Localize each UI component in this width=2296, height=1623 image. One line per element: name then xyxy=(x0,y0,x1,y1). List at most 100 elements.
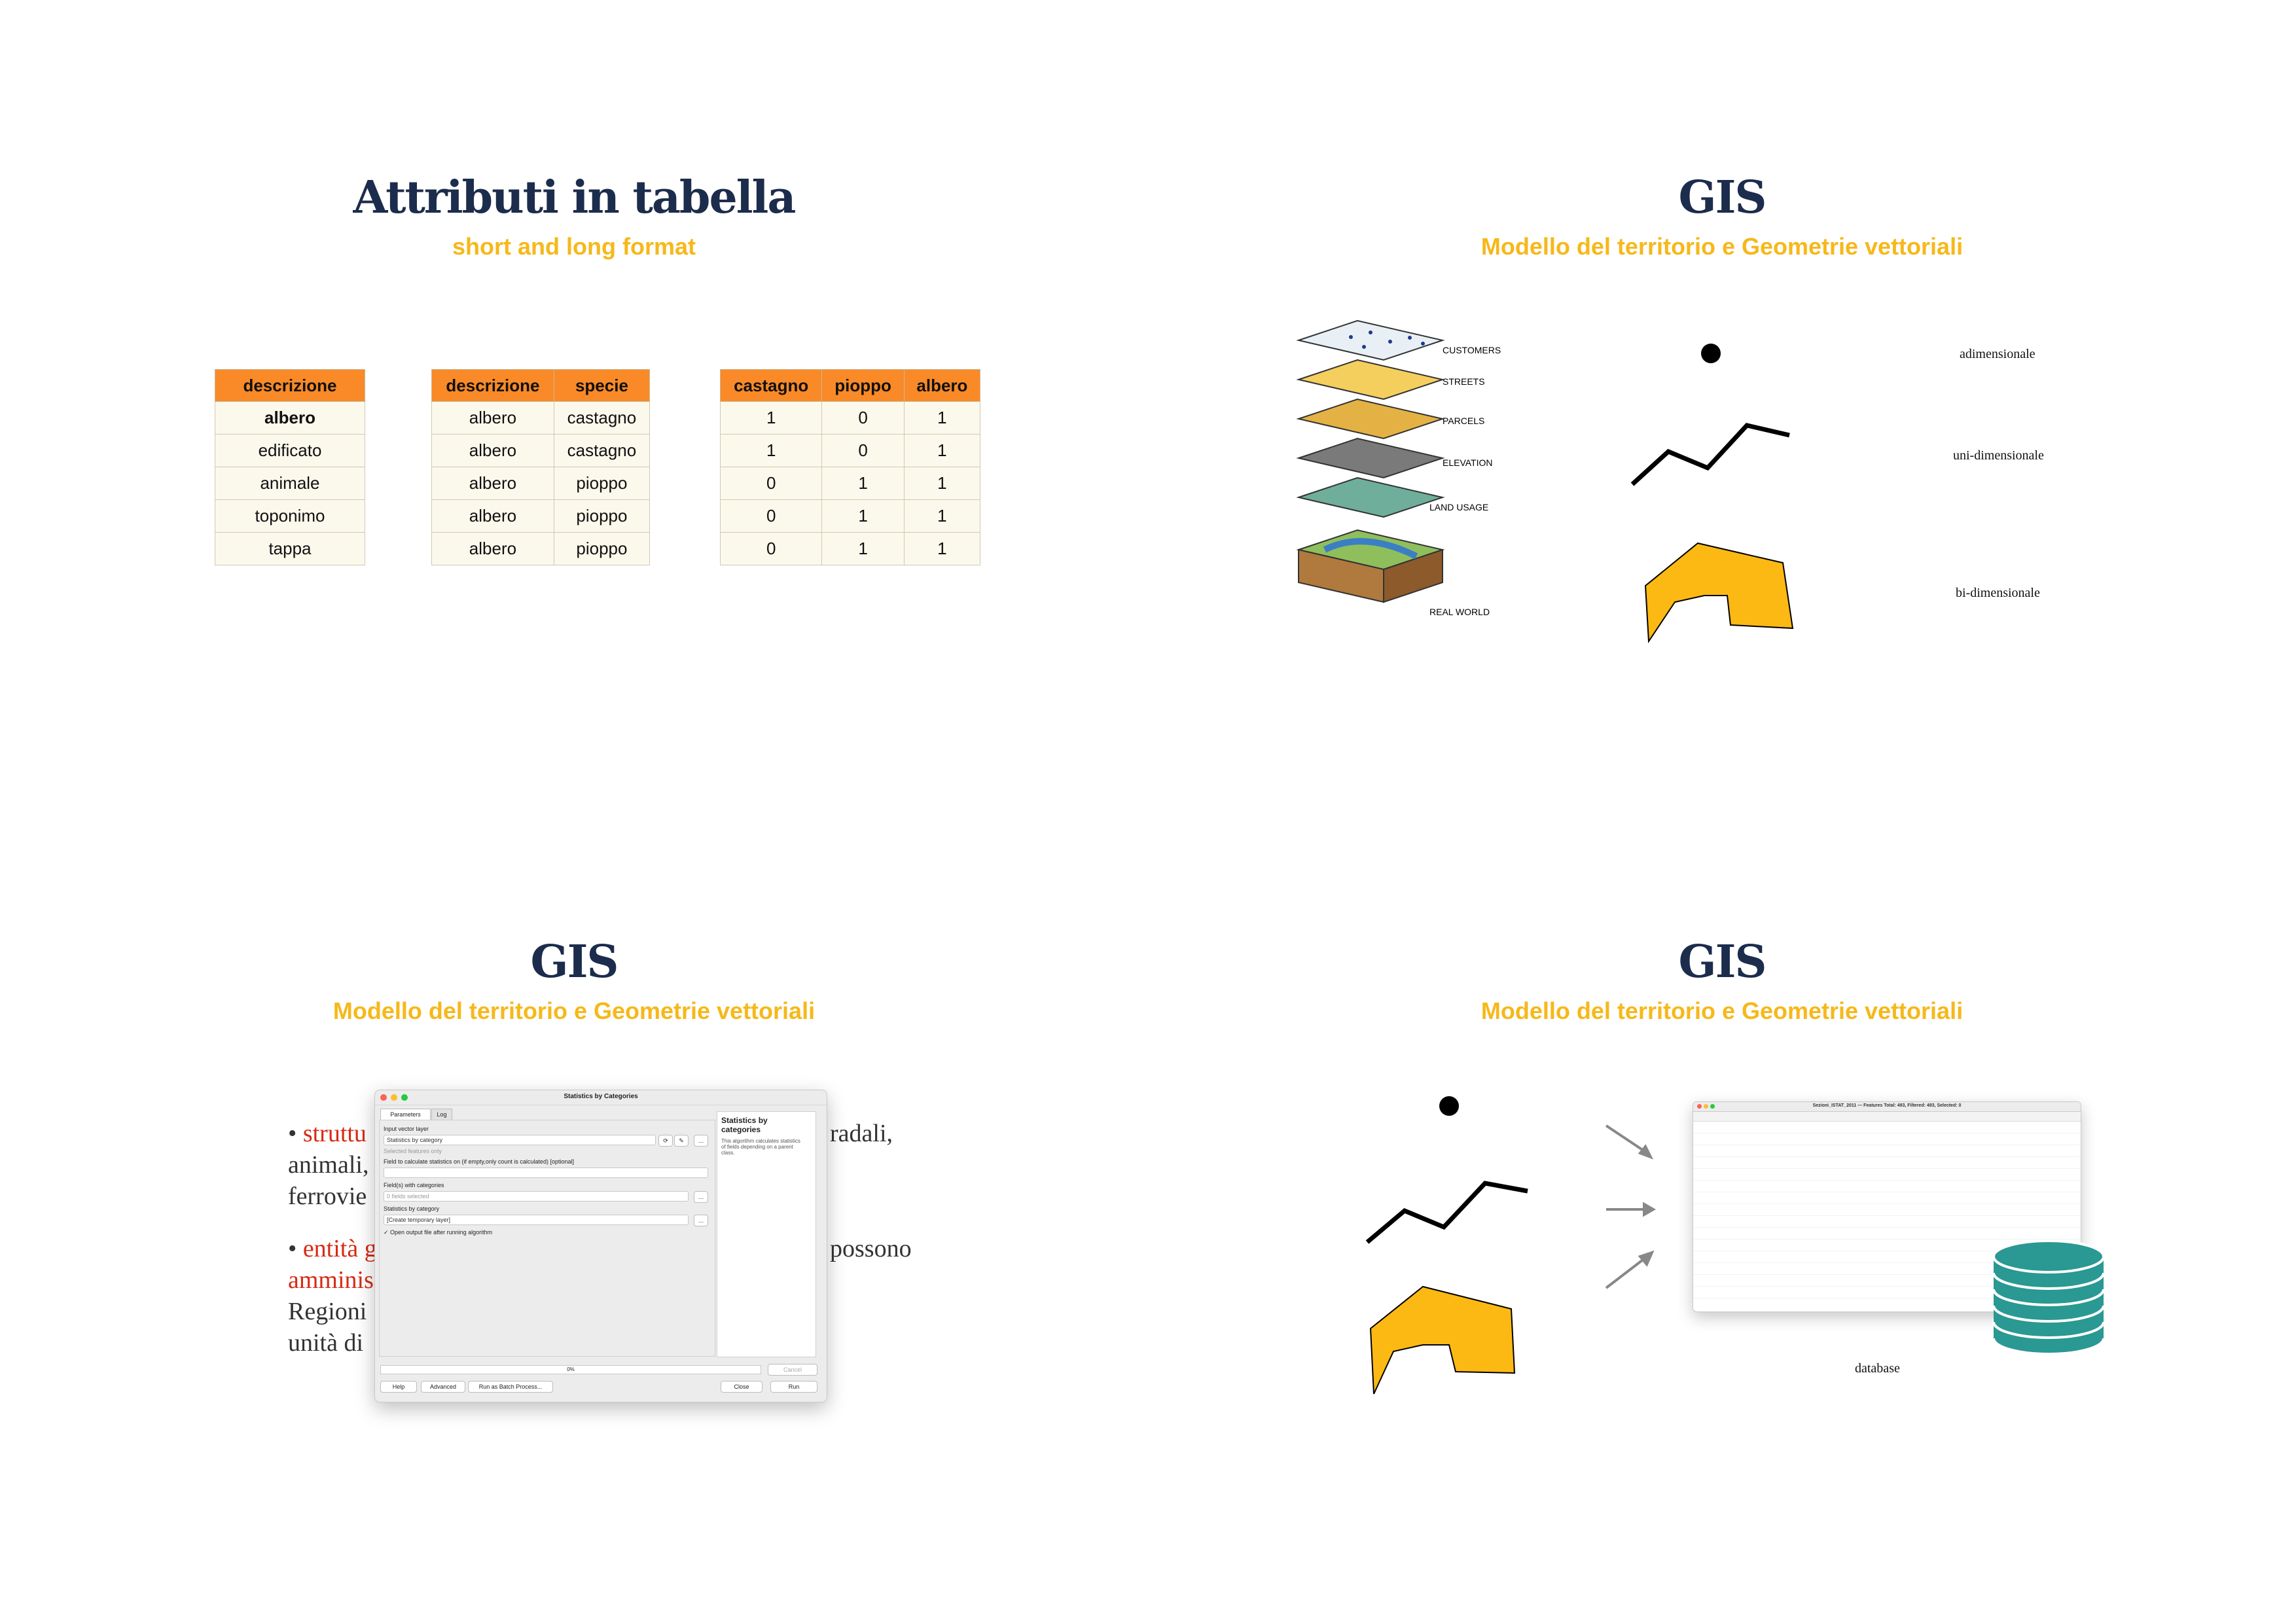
table-header: descrizione xyxy=(215,369,365,402)
table-cell: 0 xyxy=(821,401,905,435)
table-cell: toponimo xyxy=(215,499,365,533)
maximize-window-icon[interactable] xyxy=(401,1094,408,1101)
slide-gis-geometries: GIS Modello del territorio e Geometrie v… xyxy=(1148,0,2296,812)
table-cell: albero xyxy=(431,401,554,435)
database-icon xyxy=(1992,1240,2105,1355)
close-button[interactable]: Close xyxy=(721,1381,762,1393)
table-header: descrizione xyxy=(431,369,554,402)
table-cell: castagno xyxy=(553,401,651,435)
table-cell: animale xyxy=(215,467,365,500)
tab-parameters[interactable]: Parameters xyxy=(380,1109,431,1120)
open-output-label: Open output file after running algorithm xyxy=(390,1229,493,1236)
fields-browse-icon[interactable]: … xyxy=(694,1191,708,1203)
table-cell: 1 xyxy=(903,532,981,565)
table-cell: pioppo xyxy=(553,499,651,533)
table-header: pioppo xyxy=(821,369,905,402)
maximize-window-icon[interactable] xyxy=(1710,1104,1715,1109)
open-output-checkbox[interactable]: ✓ Open output file after running algorit… xyxy=(384,1229,493,1236)
bullet-dot: • xyxy=(288,1235,303,1262)
line-geometry xyxy=(1630,423,1790,486)
line-geometry xyxy=(1365,1181,1528,1244)
field-stats-select[interactable] xyxy=(384,1168,708,1178)
table-cell: 1 xyxy=(903,467,981,500)
help-panel: Statistics by categories This algorithm … xyxy=(717,1111,816,1357)
slide-attributi: Attributi in tabella short and long form… xyxy=(0,0,1148,812)
slide-gis-database: GIS Modello del territorio e Geometrie v… xyxy=(1148,812,2296,1623)
minimize-window-icon[interactable] xyxy=(391,1094,397,1101)
point-geometry xyxy=(1701,344,1721,363)
slide-subtitle: Modello del territorio e Geometrie vetto… xyxy=(332,997,816,1024)
table-cell: 1 xyxy=(719,401,823,435)
stats-category-label: Statistics by category xyxy=(384,1205,440,1212)
table-header: albero xyxy=(903,369,981,402)
help-button[interactable]: Help xyxy=(380,1381,417,1393)
progress-bar: 0% xyxy=(380,1365,761,1374)
iterate-icon[interactable]: ⟳ xyxy=(658,1135,673,1147)
slide-subtitle: short and long format xyxy=(452,233,696,260)
table-header: castagno xyxy=(719,369,823,402)
elevation-layer xyxy=(1296,437,1445,479)
bullet-red-text: entità g xyxy=(302,1235,377,1262)
slide-title: GIS xyxy=(1678,171,1767,224)
field-stats-label: Field to calculate statistics on (if emp… xyxy=(384,1158,574,1165)
arrow-head-icon xyxy=(1643,1202,1657,1217)
close-window-icon[interactable] xyxy=(380,1094,387,1101)
vector-geometries xyxy=(1630,344,1794,644)
table-cell: 0 xyxy=(719,532,823,565)
help-text: This algorithm calculates statistics of … xyxy=(721,1138,800,1156)
minimize-window-icon[interactable] xyxy=(1704,1104,1708,1109)
table-cell: 0 xyxy=(719,499,823,533)
arrows xyxy=(1605,1124,1657,1289)
wrench-icon[interactable]: ✎ xyxy=(674,1135,689,1147)
table-cell: 1 xyxy=(719,434,823,467)
output-layer-input[interactable]: [Create temporary layer] xyxy=(384,1215,689,1225)
customers-layer xyxy=(1296,319,1445,361)
statistics-dialog: Statistics by Categories Parameters Log … xyxy=(374,1090,827,1402)
selected-only-checkbox[interactable]: Selected features only xyxy=(384,1148,442,1154)
table-cell: 1 xyxy=(821,467,905,500)
line-label: uni-dimensionale xyxy=(1953,448,2044,463)
help-title: Statistics by categories xyxy=(721,1116,768,1134)
gis-layers-illustration: CUSTOMERS STREETS PARCELS ELEVATION LAND… xyxy=(1296,319,1501,617)
table-window-title: Sezioni_ISTAT_2011 — Features Total: 493… xyxy=(1812,1103,1962,1108)
table-cell: tappa xyxy=(215,532,365,565)
polygon-label: bi-dimensionale xyxy=(1956,586,2040,600)
fields-categories-input[interactable]: 0 fields selected xyxy=(384,1191,689,1202)
table-cell: albero xyxy=(215,401,365,435)
table-cell: 1 xyxy=(821,499,905,533)
parameters-panel: Input vector layer Statistics by categor… xyxy=(379,1120,715,1357)
close-window-icon[interactable] xyxy=(1697,1104,1702,1109)
table-cell: 1 xyxy=(821,532,905,565)
bullet-red-text: struttu xyxy=(302,1120,367,1147)
tab-log[interactable]: Log xyxy=(431,1109,452,1120)
table-row: tappa xyxy=(215,532,365,565)
bullet-dot: • xyxy=(288,1120,303,1147)
table-cell: 0 xyxy=(821,434,905,467)
table-cell: albero xyxy=(431,499,554,533)
advanced-button[interactable]: Advanced xyxy=(421,1381,465,1393)
slide-title: GIS xyxy=(530,936,619,988)
cancel-button[interactable]: Cancel xyxy=(768,1364,817,1376)
slide-gis-qgis-dialog: GIS Modello del territorio e Geometrie v… xyxy=(0,812,1148,1623)
input-layer-select[interactable]: Statistics by category xyxy=(384,1135,656,1145)
table-cell: albero xyxy=(431,532,554,565)
run-button[interactable]: Run xyxy=(770,1381,817,1393)
bullet-line: unità di xyxy=(288,1329,364,1357)
table-cell: albero xyxy=(431,434,554,467)
browse-icon[interactable]: … xyxy=(694,1135,708,1147)
arrow-head-icon xyxy=(1638,1250,1655,1267)
batch-button[interactable]: Run as Batch Process... xyxy=(468,1381,553,1393)
layer-label-land-usage: LAND USAGE xyxy=(1429,502,1488,512)
layer-label-customers: CUSTOMERS xyxy=(1443,345,1501,355)
table-cell: 0 xyxy=(719,467,823,500)
bullet-2-tail: possono xyxy=(830,1235,912,1262)
output-browse-icon[interactable]: … xyxy=(694,1215,708,1226)
